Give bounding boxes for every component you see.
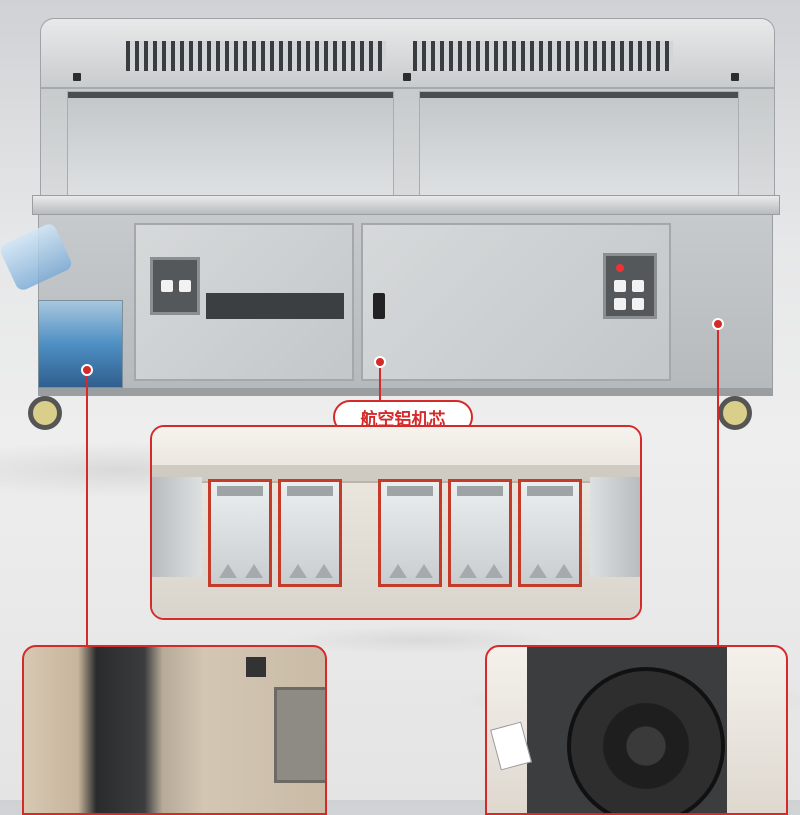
caster-wheel-right [718, 396, 752, 430]
filter-slot [206, 293, 344, 319]
zoom-detail-right [485, 645, 788, 815]
zoom-control-panel [274, 687, 325, 783]
core-detail-frame [150, 425, 642, 620]
callout-dot-center [374, 356, 386, 368]
screw [403, 73, 411, 81]
filter-cell [208, 479, 272, 587]
callout-line-left [86, 376, 88, 646]
control-button[interactable] [161, 280, 173, 292]
callout-dot-right [712, 318, 724, 330]
left-control-panel[interactable] [150, 257, 200, 315]
hood-top-panel [41, 19, 774, 89]
base-frame [38, 388, 773, 396]
vent-grille-right [413, 41, 673, 71]
control-button[interactable] [614, 298, 626, 310]
glass-panel-right [419, 91, 739, 201]
door-handle[interactable] [373, 293, 385, 319]
control-button[interactable] [614, 280, 626, 292]
callout-dot-left [81, 364, 93, 376]
screw [73, 73, 81, 81]
control-button[interactable] [632, 280, 644, 292]
range-hood [40, 18, 775, 201]
water-tank [38, 300, 123, 388]
zoom-detail-left [22, 645, 327, 815]
callout-line-center [379, 368, 381, 402]
filter-cell [278, 479, 342, 587]
filter-cell [518, 479, 582, 587]
cabinet-body [38, 214, 773, 389]
filter-cell [378, 479, 442, 587]
spec-sticker [490, 721, 532, 771]
filter-cell [448, 479, 512, 587]
caster-wheel-left [28, 396, 62, 430]
right-control-panel[interactable] [603, 253, 657, 319]
control-button[interactable] [632, 298, 644, 310]
power-indicator-icon [616, 264, 624, 272]
vent-grille-left [126, 41, 386, 71]
counter-ledge [32, 195, 780, 215]
core-side-left [152, 477, 202, 577]
control-button[interactable] [179, 280, 191, 292]
cabinet-door-right[interactable] [361, 223, 671, 381]
glass-panel-left [67, 91, 394, 201]
cabinet-door-left[interactable] [134, 223, 354, 381]
core-side-right [590, 477, 640, 577]
screw [731, 73, 739, 81]
callout-line-right [717, 330, 719, 645]
exhaust-fan-icon [567, 667, 725, 813]
screw [246, 657, 266, 677]
